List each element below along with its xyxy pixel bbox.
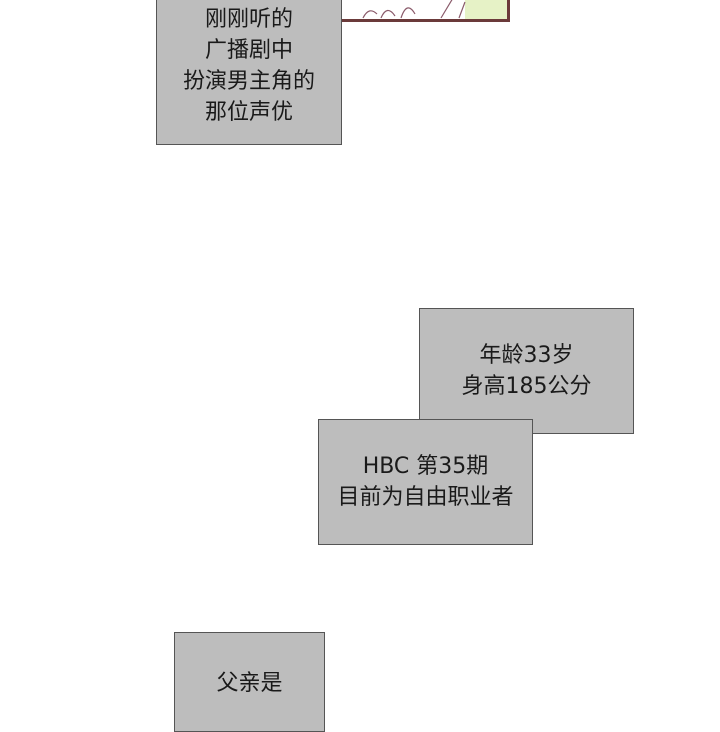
caption-line: 广播剧中 — [204, 37, 293, 63]
comic-panel-artwork — [338, 0, 510, 22]
caption-box-voice-actor: 刚刚听的 广播剧中 扮演男主角的 那位声优 — [156, 0, 342, 145]
caption-line: 父亲是 — [216, 671, 283, 696]
caption-line: 年龄33岁 — [479, 343, 574, 368]
caption-line: 刚刚听的 — [204, 6, 293, 32]
caption-line: 目前为自由职业者 — [337, 485, 514, 510]
caption-box-age-height: 年龄33岁 身高185公分 — [419, 308, 634, 434]
caption-line: 那位声优 — [204, 99, 293, 125]
caption-line: 身高185公分 — [461, 374, 592, 399]
caption-line: HBC 第35期 — [362, 454, 489, 479]
panel-color-fill — [465, 0, 507, 19]
caption-line: 扮演男主角的 — [182, 68, 315, 94]
caption-box-occupation: HBC 第35期 目前为自由职业者 — [318, 419, 533, 545]
caption-box-father: 父亲是 — [174, 632, 325, 732]
panel-line-art — [362, 0, 466, 19]
